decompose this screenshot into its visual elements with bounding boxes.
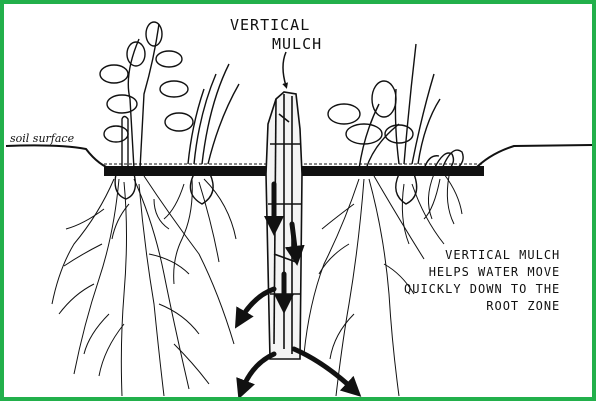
vertical-mulch-column: [266, 92, 302, 359]
title-line-1: VERTICAL: [230, 16, 310, 34]
caption-line-1: VERTICAL MULCH: [404, 247, 560, 264]
caption-line-3: QUICKLY DOWN TO THE: [404, 281, 560, 298]
soil-surface-label: soil surface: [10, 132, 74, 145]
down-arrow-icon: [283, 52, 286, 86]
left-plants: [100, 22, 239, 204]
title-line-2: MULCH: [272, 35, 322, 53]
caption-line-2: HELPS WATER MOVE: [404, 264, 560, 281]
right-plants: [328, 44, 463, 204]
caption: VERTICAL MULCH HELPS WATER MOVE QUICKLY …: [404, 247, 560, 315]
diagram-drawing: [4, 4, 592, 397]
caption-line-4: ROOT ZONE: [404, 298, 560, 315]
left-plant-roots: [52, 176, 236, 396]
